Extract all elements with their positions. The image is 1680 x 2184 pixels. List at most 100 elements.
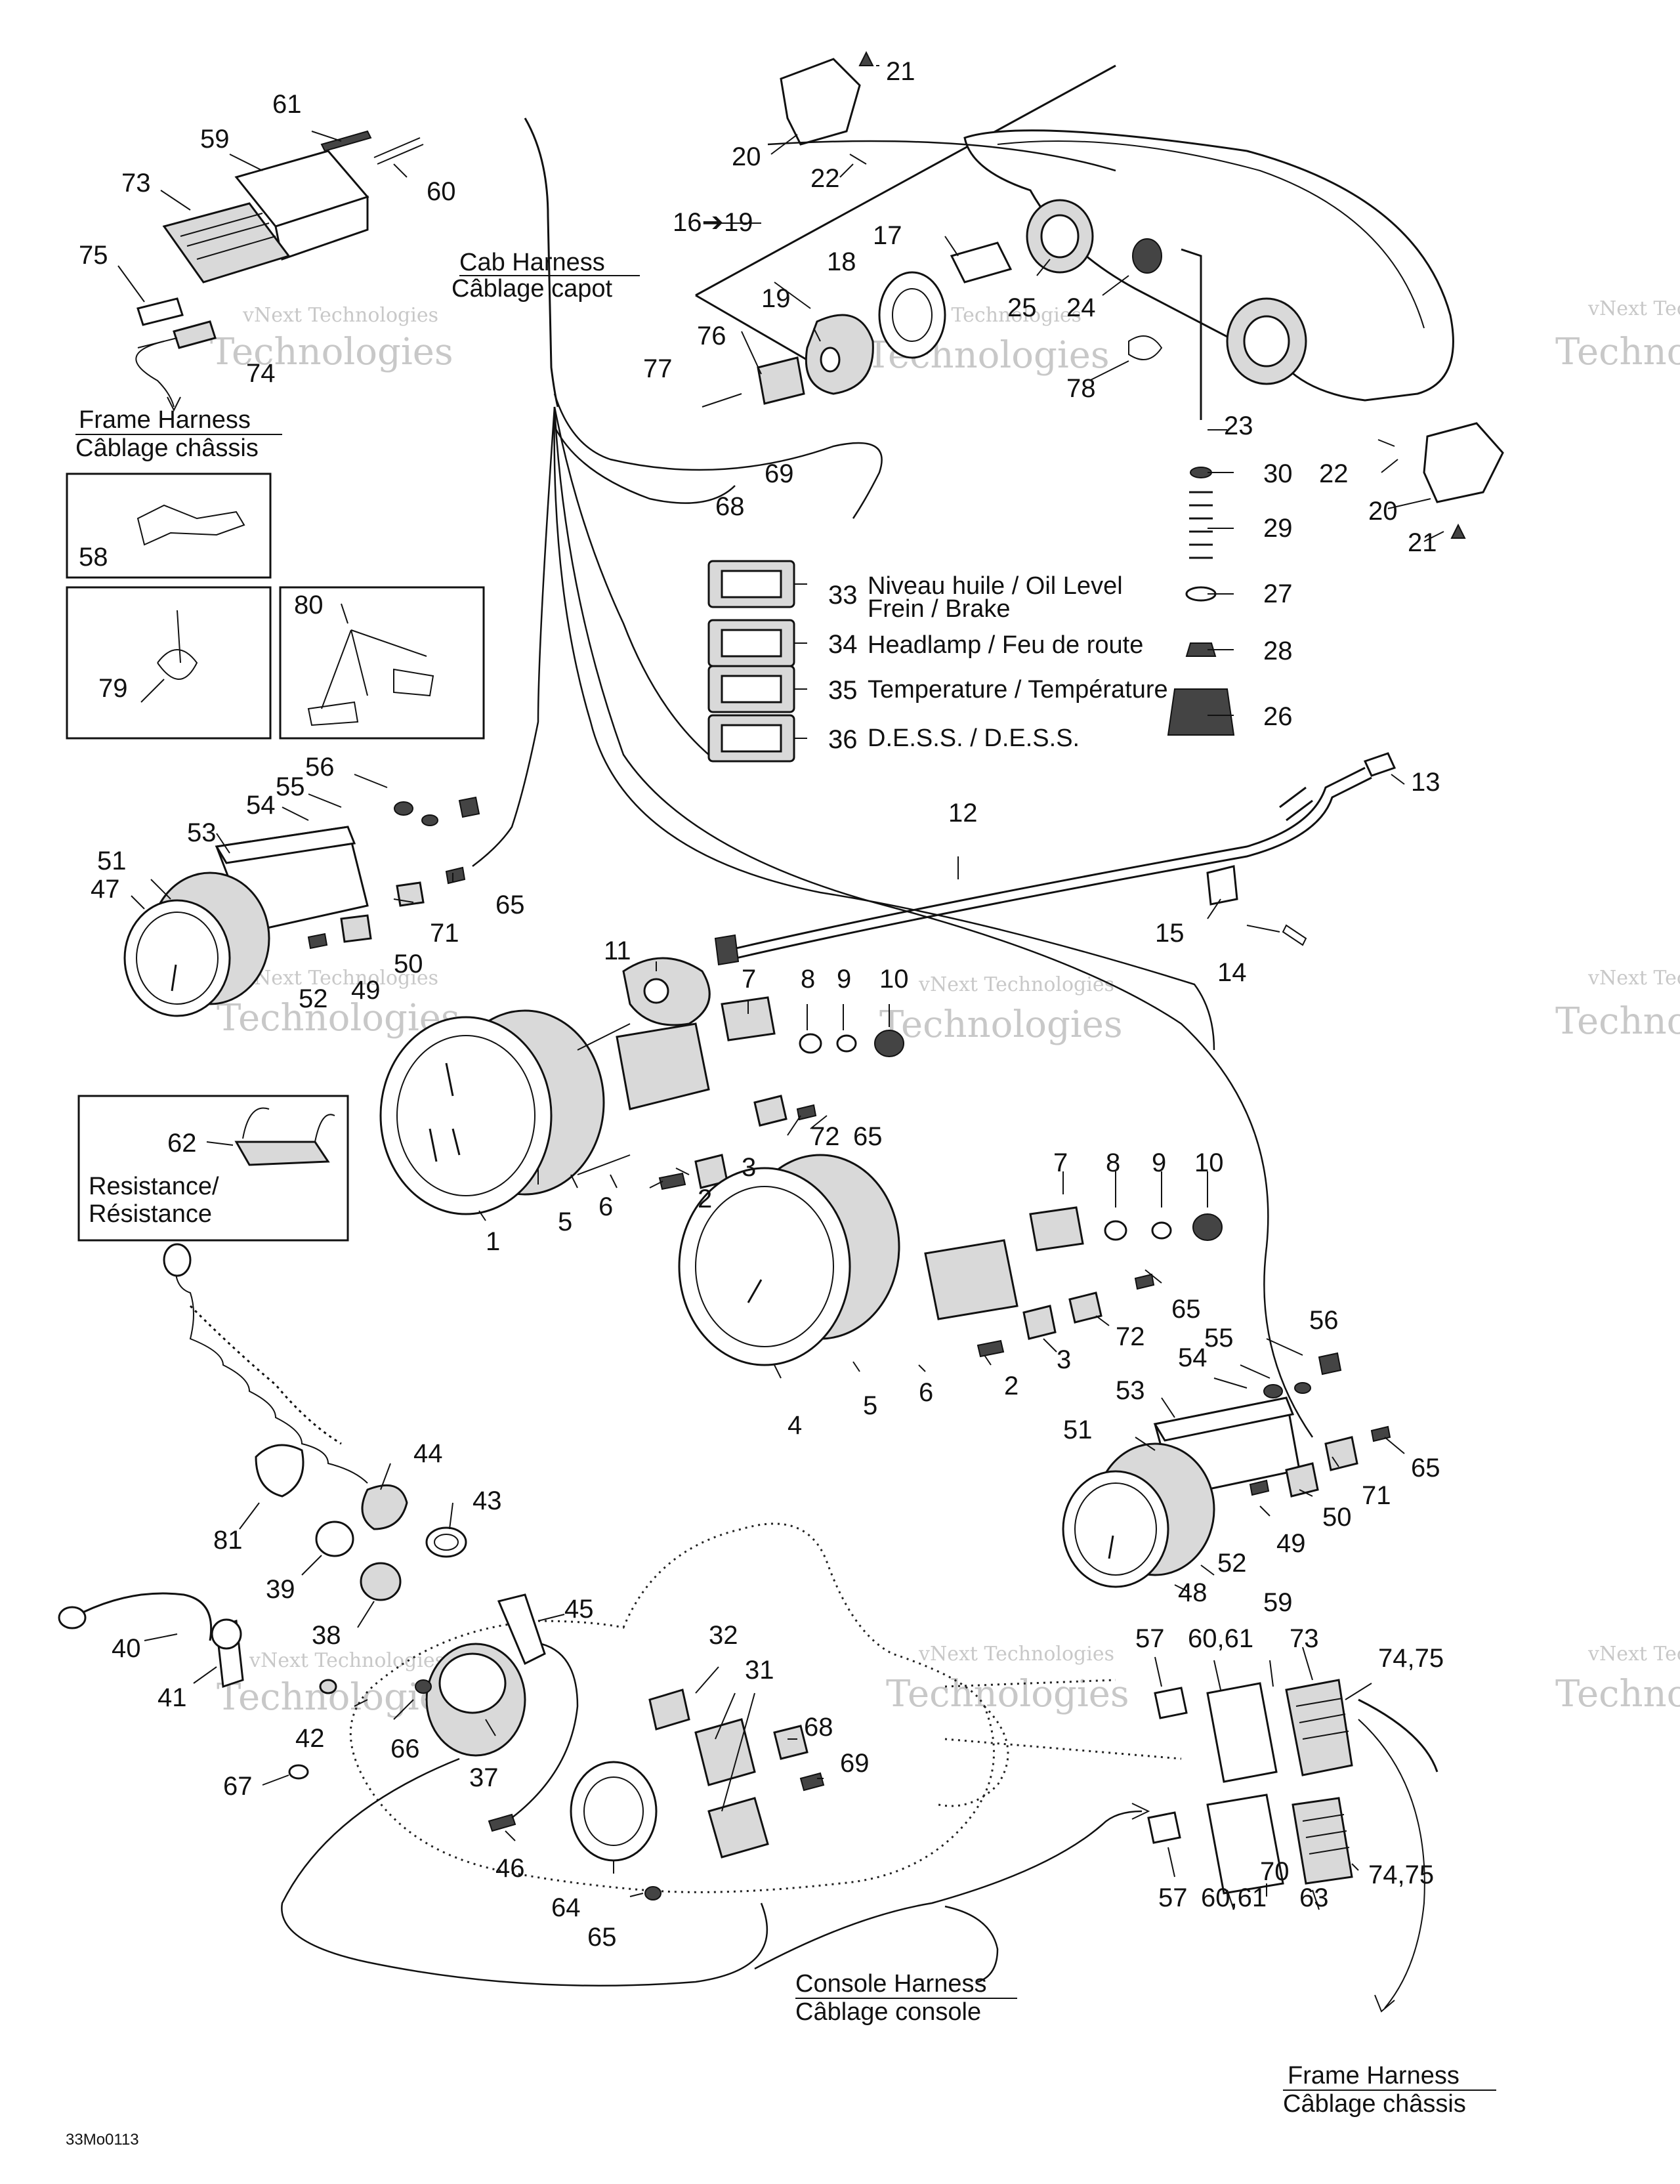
screw-14 bbox=[1282, 924, 1307, 946]
switch-wire bbox=[511, 1643, 579, 1818]
switch-31 bbox=[694, 1718, 756, 1786]
connector-dotted-leader bbox=[944, 1679, 1182, 1760]
callout-55: 55 bbox=[276, 772, 305, 801]
callout-49-b: 49 bbox=[1276, 1529, 1306, 1558]
gauge-face-47 bbox=[123, 899, 231, 1017]
callout-61: 61 bbox=[272, 90, 302, 119]
leader-lines-connectors bbox=[1154, 1647, 1372, 1910]
callout-16-19: 16➔19 bbox=[673, 208, 753, 237]
bulb-25 bbox=[950, 242, 1013, 284]
callout-10-a: 10 bbox=[879, 965, 909, 994]
indicator-33-label: Niveau huile / Oil Level bbox=[868, 572, 1123, 600]
washer-55 bbox=[421, 814, 438, 826]
connector-73 bbox=[1285, 1679, 1353, 1776]
cable-12-edge bbox=[721, 776, 1372, 963]
washer-55 bbox=[1294, 1382, 1311, 1394]
coiled-tether bbox=[175, 1253, 368, 1484]
terminal-57-top bbox=[1154, 1687, 1188, 1719]
gauge-48-assembly bbox=[1062, 1352, 1391, 1588]
connector-73-pins bbox=[180, 213, 276, 260]
tachometer-assembly bbox=[678, 1154, 1223, 1366]
spring-29 bbox=[1189, 491, 1213, 559]
leader-lines-tach bbox=[774, 1171, 1208, 1379]
callout-40: 40 bbox=[112, 1634, 141, 1663]
bracket-7 bbox=[721, 996, 776, 1041]
callout-65-c: 65 bbox=[1171, 1295, 1201, 1324]
callout-32: 32 bbox=[709, 1621, 738, 1650]
connector-73 bbox=[162, 202, 291, 284]
callout-27: 27 bbox=[1263, 579, 1293, 608]
switch-45 bbox=[497, 1593, 546, 1666]
callout-31: 31 bbox=[745, 1656, 774, 1685]
callout-14: 14 bbox=[1217, 958, 1247, 987]
clamp-15 bbox=[1206, 865, 1238, 906]
callout-55-b: 55 bbox=[1204, 1324, 1234, 1353]
watermark-text: vNext Technologies bbox=[918, 1643, 1114, 1666]
gauge-mount-7 bbox=[616, 1022, 710, 1110]
terminal-49 bbox=[307, 933, 328, 950]
connector-71 bbox=[1324, 1436, 1358, 1471]
gauge-ring-6 bbox=[577, 1023, 631, 1175]
callout-3-b: 3 bbox=[1057, 1345, 1071, 1374]
bulb-socket-18 bbox=[878, 271, 946, 359]
screw-22-top bbox=[849, 154, 867, 165]
assembly-bracket-line bbox=[695, 64, 1116, 297]
resistance-leads-drawing bbox=[242, 1107, 335, 1143]
callout-49-a: 49 bbox=[351, 976, 381, 1005]
frame-harness-link bbox=[1358, 1698, 1438, 1773]
taillight-lens-edge bbox=[997, 140, 1425, 329]
callout-30: 30 bbox=[1263, 459, 1293, 488]
frame-harness-label-bottom: Frame Harness bbox=[1288, 2062, 1460, 2090]
frame-harness-label-top-fr: Câblage châssis bbox=[75, 434, 259, 462]
adhesive-drop-21-right bbox=[1450, 523, 1466, 539]
watermark-text: Technologies bbox=[886, 1673, 1129, 1715]
harness-branch-taillight bbox=[553, 426, 736, 504]
terminal-60 bbox=[373, 137, 424, 165]
console-dotted-outline bbox=[349, 1522, 995, 1893]
console-loop-wire bbox=[281, 1757, 768, 1986]
speedometer-assembly bbox=[379, 957, 904, 1215]
terminal-46 bbox=[488, 1813, 516, 1832]
gauge-needle bbox=[1108, 1535, 1114, 1559]
bracket-7 bbox=[1029, 1206, 1084, 1251]
connector-72 bbox=[753, 1095, 788, 1127]
lamp-socket-inner bbox=[1040, 214, 1080, 259]
callout-57-a: 57 bbox=[1135, 1624, 1165, 1653]
ring-42 bbox=[319, 1679, 337, 1694]
callout-69: 69 bbox=[765, 459, 794, 488]
arrow-head bbox=[1131, 1803, 1150, 1820]
terminal-69 bbox=[799, 1772, 825, 1792]
nut-10 bbox=[1192, 1213, 1223, 1241]
watermark-text: vNext Technologies bbox=[242, 967, 438, 990]
harness-labels: Cab Harness Câblage capot Frame Harness … bbox=[66, 249, 1496, 2149]
callout-10-b: 10 bbox=[1194, 1148, 1224, 1177]
key-head-41 bbox=[211, 1618, 242, 1650]
callout-43: 43 bbox=[472, 1486, 502, 1515]
callout-7-b: 7 bbox=[1053, 1148, 1068, 1177]
callout-6-b: 6 bbox=[919, 1378, 933, 1407]
washer-9 bbox=[836, 1034, 857, 1053]
frame-harness-label-top: Frame Harness bbox=[79, 406, 251, 434]
bracket-20-top bbox=[780, 58, 861, 146]
callout-52-a: 52 bbox=[299, 984, 328, 1013]
harness-branch-tach bbox=[553, 406, 1215, 1051]
connector-housing-59-60-61 bbox=[1206, 1682, 1278, 1783]
callout-54-b: 54 bbox=[1178, 1343, 1208, 1372]
ring-43-inner bbox=[434, 1534, 459, 1551]
indicator-lens bbox=[721, 675, 782, 704]
leader-line-62 bbox=[206, 1141, 234, 1146]
indicator-36-label: D.E.S.S. / D.E.S.S. bbox=[868, 724, 1080, 752]
terminal-67 bbox=[288, 1764, 309, 1780]
nut-56 bbox=[1318, 1352, 1342, 1376]
cable-break-mark bbox=[1279, 786, 1313, 822]
callout-45: 45 bbox=[564, 1595, 594, 1624]
connector-housing-70 bbox=[1206, 1794, 1284, 1895]
callout-59-b: 59 bbox=[1263, 1588, 1293, 1617]
gauge-dial bbox=[1074, 1482, 1157, 1576]
callout-25: 25 bbox=[1007, 293, 1037, 322]
key-cable-40 bbox=[78, 1592, 213, 1641]
callout-66: 66 bbox=[390, 1734, 420, 1763]
leader-lines bbox=[117, 65, 1444, 1910]
callout-76: 76 bbox=[697, 322, 726, 350]
